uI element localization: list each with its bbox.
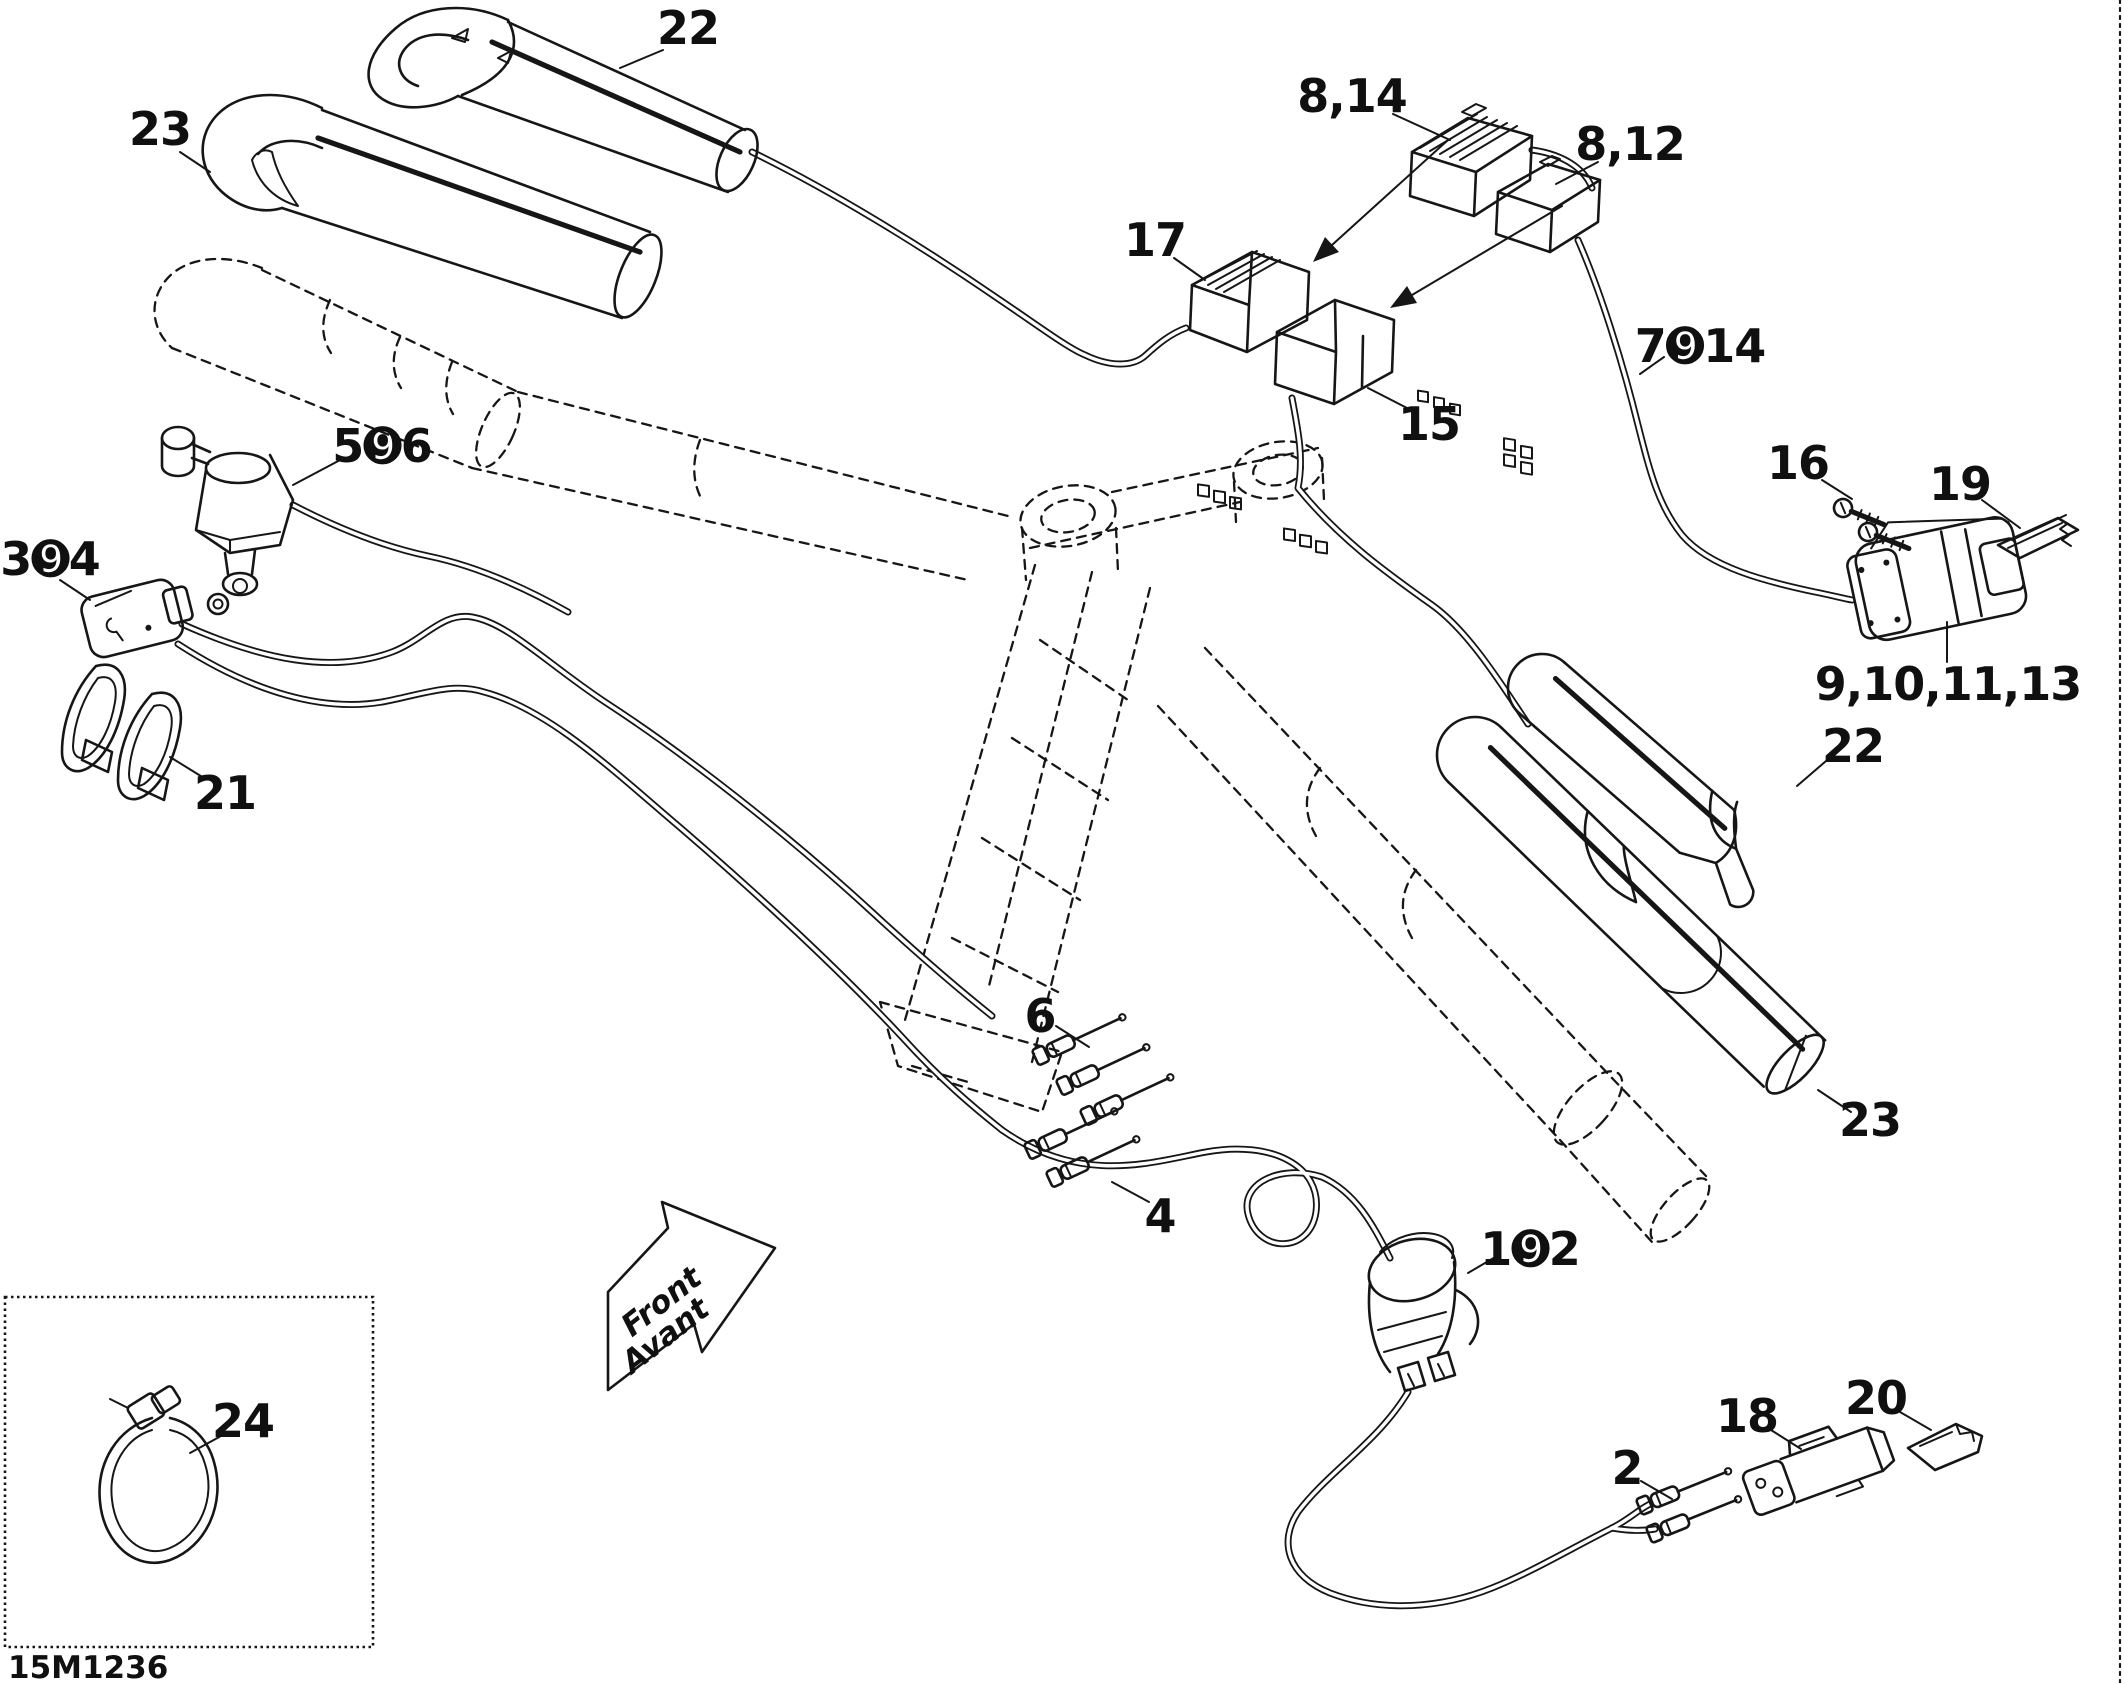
callout-5-6: 5➒6	[332, 419, 432, 473]
connector-18	[1741, 1425, 1896, 1516]
callout-16: 16	[1767, 436, 1829, 490]
drawing-code: 15M1236	[8, 1650, 168, 1683]
lock-20	[1906, 1422, 1984, 1472]
assembly-arrow-8-14	[1313, 139, 1449, 262]
callout-3-4: 3➒4	[0, 532, 100, 586]
callout-8-14: 8,14	[1297, 69, 1407, 123]
callout-8-12: 8,12	[1575, 117, 1685, 171]
clips-21	[60, 663, 183, 802]
connector-15	[1273, 298, 1396, 555]
callout-1-2: 1➒2	[1480, 1222, 1580, 1276]
callout-15: 15	[1398, 397, 1460, 451]
connector-3-4	[80, 578, 194, 659]
handlebar-ghost	[153, 257, 1711, 1244]
screws-16	[1832, 497, 1912, 552]
connector-8-14	[1408, 103, 1534, 417]
grip-heater-element-right	[1506, 652, 1755, 909]
callout-labels: 22 23 8,14 8,12 17 15 7➒14 16 19 9,10,11…	[0, 1, 2082, 1495]
callout-4: 4	[1144, 1189, 1175, 1243]
front-direction-arrow: Front Avant	[606, 1200, 777, 1392]
lock-19	[1996, 514, 2080, 560]
callout-22-top: 22	[657, 1, 719, 55]
callout-2: 2	[1611, 1441, 1642, 1495]
callout-23-right: 23	[1839, 1093, 1901, 1147]
callout-17: 17	[1124, 213, 1186, 267]
callout-6: 6	[1024, 989, 1055, 1043]
master-cylinder-5-6	[160, 425, 295, 616]
grip-right	[1435, 715, 1827, 1095]
connector-8-12	[1494, 155, 1602, 476]
callout-9-10-11-13: 9,10,11,13	[1815, 657, 2081, 711]
callout-24: 24	[212, 1394, 274, 1448]
assembly-arrow-8-12	[1390, 205, 1563, 308]
callout-21: 21	[194, 766, 256, 820]
throttle-switch-1-2	[1367, 1232, 1480, 1393]
grip-heater-element-top	[367, 6, 759, 194]
steering-riser-ghost	[878, 440, 1326, 1114]
callout-22-right: 22	[1822, 719, 1884, 773]
callout-19: 19	[1929, 457, 1991, 511]
cable-tie-24	[98, 1385, 219, 1565]
reference-box	[3, 1295, 375, 1649]
callout-20: 20	[1845, 1371, 1907, 1425]
leader-lines	[59, 49, 2021, 1500]
callout-7-14: 7➒14	[1635, 319, 1766, 373]
grip-top	[201, 93, 663, 320]
callout-18: 18	[1716, 1389, 1778, 1443]
connector-17	[1188, 250, 1311, 511]
callout-23-top: 23	[129, 102, 191, 156]
